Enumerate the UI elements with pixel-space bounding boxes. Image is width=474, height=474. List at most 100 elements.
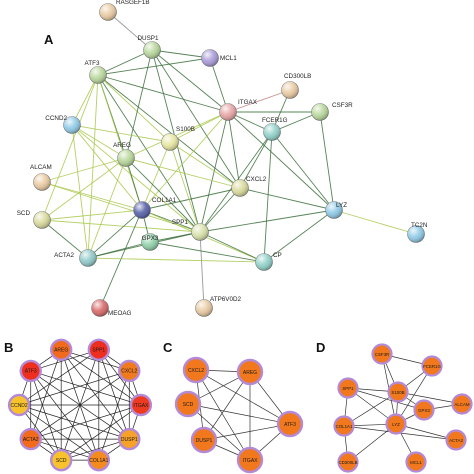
edge-acta2-cp bbox=[87, 257, 265, 263]
edge-scd-itgax bbox=[187, 403, 251, 461]
edge-mcl1-itgax bbox=[209, 57, 229, 113]
node-tc2n: TC2N bbox=[407, 222, 428, 243]
edge-dusp1-cxcl2 bbox=[151, 49, 241, 189]
node-shading bbox=[263, 123, 281, 141]
panel-letter-b: B bbox=[4, 340, 13, 355]
edge-s100b-spp1 bbox=[169, 141, 201, 233]
edge-rasgef1b-dusp1 bbox=[107, 11, 153, 51]
hub-node-label: SPP1 bbox=[92, 348, 105, 354]
module-node-label: GPX3 bbox=[418, 408, 430, 413]
module-d-node-col1a1: COL1A1 bbox=[333, 415, 355, 437]
edge-areg-spp1 bbox=[125, 157, 201, 233]
node-shading bbox=[281, 81, 299, 99]
node-shading bbox=[99, 3, 117, 21]
module-d-node-gpx3: GPX3 bbox=[413, 399, 435, 421]
edge-atf3-spp1 bbox=[97, 74, 201, 233]
node-gpx3: GPX3 bbox=[141, 233, 159, 251]
node-spp1: SPP1 bbox=[172, 219, 209, 241]
node-label: ATP6V0D2 bbox=[210, 296, 242, 303]
module-node-label: COL1A1 bbox=[336, 424, 353, 429]
hub-node-circle bbox=[7, 393, 31, 417]
module-c-node-dusp1: DUSP1 bbox=[190, 426, 218, 454]
module-d-node-spp1: SPP1 bbox=[337, 377, 359, 399]
module-d-node-csf3r: CSF3R bbox=[371, 343, 393, 365]
edge-areg-acta2 bbox=[30, 349, 62, 440]
node-shading bbox=[89, 66, 107, 84]
node-dusp1: DUSP1 bbox=[138, 35, 161, 59]
edge-spp1-gpx3 bbox=[347, 387, 425, 411]
node-shading bbox=[63, 116, 81, 134]
edge-spp1-ccnd2 bbox=[18, 349, 100, 406]
module-d-node-acta2: ACTA2 bbox=[445, 429, 467, 451]
hub-node-label: CXCL2 bbox=[121, 369, 137, 375]
module-d-node-lyz: LYZ bbox=[385, 413, 407, 435]
edge-gpx3-acta2 bbox=[87, 241, 151, 259]
node-label: CCND2 bbox=[45, 115, 67, 122]
panel-letter-c: C bbox=[163, 340, 173, 355]
edge-ccnd2-areg bbox=[71, 124, 127, 159]
module-c-node-atf3: ATF3 bbox=[276, 410, 304, 438]
node-atf3: ATF3 bbox=[85, 60, 107, 84]
node-shading bbox=[219, 103, 237, 121]
node-mcl1: MCL1 bbox=[201, 49, 237, 67]
module-node-circle bbox=[371, 343, 393, 365]
edge-dusp1-mcl1 bbox=[151, 49, 211, 59]
node-label: CP bbox=[273, 252, 282, 259]
node-label: MCL1 bbox=[220, 55, 237, 62]
edge-itgax-acta2 bbox=[30, 404, 142, 440]
node-shading bbox=[117, 149, 135, 167]
module-node-circle bbox=[445, 429, 467, 451]
edge-dusp1-atf3 bbox=[97, 49, 153, 76]
hub-node-acta2: ACTA2 bbox=[19, 427, 42, 451]
edge-scd-col1a1 bbox=[41, 209, 143, 221]
module-node-circle bbox=[236, 358, 264, 386]
edge-atf3-scd bbox=[41, 74, 99, 221]
hub-node-label: ITGAX bbox=[133, 403, 149, 409]
node-acta2: ACTA2 bbox=[54, 249, 97, 267]
module-node-circle bbox=[190, 426, 218, 454]
node-s100b: S100B bbox=[161, 126, 195, 151]
node-label: ACTA2 bbox=[54, 252, 74, 259]
edge-ccnd2-s100b bbox=[71, 124, 171, 143]
node-cd300lb: CD300LB bbox=[281, 73, 311, 99]
module-node-label: DUSP1 bbox=[196, 438, 213, 444]
node-shading bbox=[161, 133, 179, 151]
node-shading bbox=[407, 225, 425, 243]
module-node-label: CD300LB bbox=[338, 460, 357, 465]
hub-node-label: CCND2 bbox=[10, 403, 27, 409]
node-shading bbox=[191, 223, 209, 241]
node-rasgef1b: RASGEF1B bbox=[99, 0, 150, 21]
edge-spp1-atp6v0d2 bbox=[199, 231, 205, 309]
hub-node-circle bbox=[87, 448, 111, 472]
edge-fcer1g-lyz bbox=[271, 131, 335, 211]
edge-itgax-cxcl2 bbox=[227, 111, 241, 189]
module-node-label: MCL1 bbox=[410, 460, 422, 465]
edge-atf3-ccnd2 bbox=[71, 74, 99, 126]
edge-scd-atf3 bbox=[187, 403, 291, 425]
edge-atf3-cxcl2 bbox=[97, 74, 241, 189]
edge-itgax-scd bbox=[60, 404, 142, 461]
edge-spp1-lyz bbox=[199, 209, 335, 233]
node-shading bbox=[325, 201, 343, 219]
node-itgax: ITGAX bbox=[219, 99, 258, 121]
node-label: SPP1 bbox=[172, 219, 189, 226]
edge-s100b-cxcl2 bbox=[169, 141, 241, 189]
node-label: MEOAG bbox=[108, 310, 132, 317]
network-a-edges bbox=[41, 11, 417, 309]
hub-node-label: SCD bbox=[56, 458, 67, 464]
hub-node-circle bbox=[49, 338, 73, 362]
node-fcer1g: FCER1G bbox=[262, 117, 288, 141]
node-shading bbox=[91, 299, 109, 317]
module-node-circle bbox=[387, 381, 409, 403]
node-label: ALCAM bbox=[30, 164, 52, 171]
module-node-label: ATF3 bbox=[284, 422, 296, 428]
node-areg: AREG bbox=[113, 142, 135, 167]
edge-dusp1-areg bbox=[125, 49, 153, 159]
edge-lyz-tc2n bbox=[333, 209, 417, 235]
hub-node-circle bbox=[19, 359, 42, 383]
module-node-circle bbox=[421, 355, 443, 377]
edge-atf3-dusp1 bbox=[203, 423, 291, 441]
edge-scd-spp1 bbox=[41, 219, 201, 233]
